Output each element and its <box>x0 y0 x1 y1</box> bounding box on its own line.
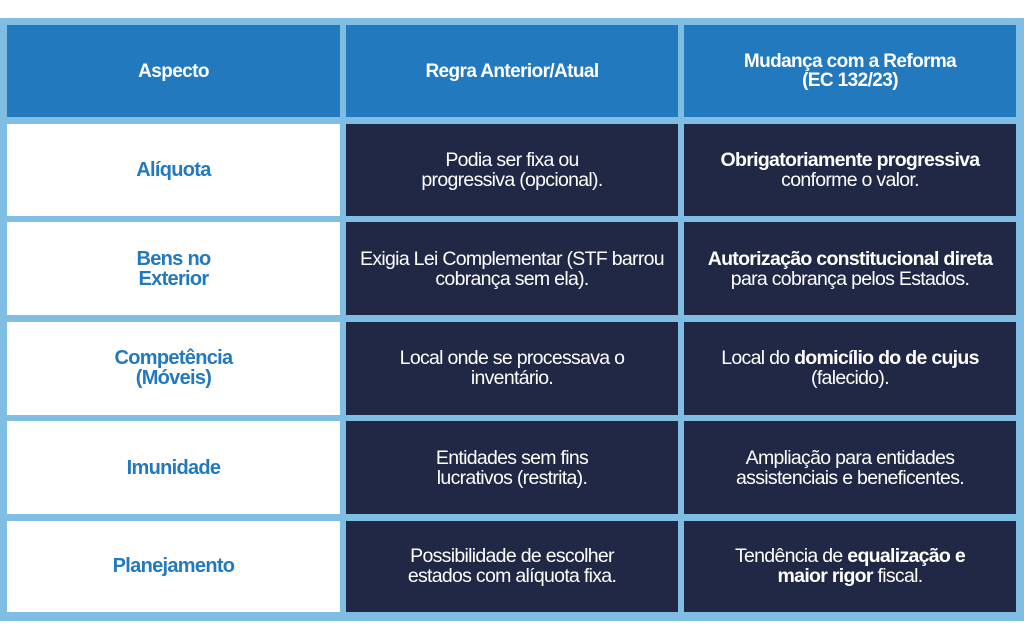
header-label: Aspecto <box>138 60 209 82</box>
change-text: Local do domicílio do de cujus (falecido… <box>719 348 981 388</box>
header-mudanca-reforma: Mudança com a Reforma (EC 132/23) <box>684 25 1016 117</box>
change-text: Tendência de equalização e maior rigor f… <box>734 546 966 586</box>
header-label: Regra Anterior/Atual <box>425 60 599 82</box>
previous-rule-text: Local onde se processava o inventário. <box>399 347 625 389</box>
aspect-label: Competência (Móveis) <box>114 347 234 389</box>
table-row-aspect: Imunidade <box>7 421 340 514</box>
previous-rule-text: Exigia Lei Complementar (STF barrou cobr… <box>360 247 665 290</box>
aspect-label: Bens no Exterior <box>136 247 212 290</box>
header-regra-anterior: Regra Anterior/Atual <box>346 25 678 117</box>
change-rest: para cobrança pelos Estados. <box>730 267 970 290</box>
change-text: Obrigatoriamente progressiva conforme o … <box>714 150 986 190</box>
table-row-aspect: Alíquota <box>7 123 340 216</box>
change-bold: domicílio do de cujus <box>794 347 979 369</box>
aspect-label: Alíquota <box>136 158 211 181</box>
table-row-change: Autorização constitucional direta para c… <box>684 222 1016 315</box>
previous-rule-text: Possibilidade de escolher estados com al… <box>407 545 617 587</box>
change-text: Ampliação para entidades assistenciais e… <box>714 448 986 488</box>
table-row-previous: Local onde se processava o inventário. <box>346 321 678 415</box>
change-rest: (falecido). <box>811 367 890 389</box>
change-bold: Obrigatoriamente progressiva <box>720 148 981 171</box>
change-rest: conforme o valor. <box>781 168 919 191</box>
comparison-table: Aspecto Regra Anterior/Atual Mudança com… <box>0 18 1024 621</box>
table-row-change: Obrigatoriamente progressiva conforme o … <box>684 123 1016 216</box>
change-bold: Autorização constitucional direta <box>707 247 993 270</box>
header-aspecto: Aspecto <box>7 25 340 117</box>
table-grid: Aspecto Regra Anterior/Atual Mudança com… <box>7 25 1017 614</box>
change-rest: Ampliação para entidades assistenciais e… <box>736 446 965 489</box>
table-row-previous: Exigia Lei Complementar (STF barrou cobr… <box>346 222 678 315</box>
change-pre: Local do <box>721 347 795 369</box>
change-bold: equalização e maior rigor <box>777 545 966 587</box>
change-text: Autorização constitucional direta para c… <box>692 249 1008 289</box>
table-row-aspect: Planejamento <box>7 520 340 612</box>
table-row-previous: Entidades sem fins lucrativos (restrita)… <box>346 421 678 514</box>
previous-rule-text: Podia ser fixa ou progressiva (opcional)… <box>421 148 603 191</box>
change-rest: fiscal. <box>872 565 923 587</box>
table-row-aspect: Competência (Móveis) <box>7 321 340 415</box>
table-row-previous: Podia ser fixa ou progressiva (opcional)… <box>346 123 678 216</box>
table-row-change: Local do domicílio do de cujus (falecido… <box>684 321 1016 415</box>
aspect-label: Imunidade <box>126 456 221 479</box>
table-row-change: Tendência de equalização e maior rigor f… <box>684 520 1016 612</box>
previous-rule-text: Entidades sem fins lucrativos (restrita)… <box>435 446 589 489</box>
header-label: Mudança com a Reforma (EC 132/23) <box>743 51 957 91</box>
table-row-change: Ampliação para entidades assistenciais e… <box>684 421 1016 514</box>
aspect-label: Planejamento <box>112 555 235 577</box>
change-pre: Tendência de <box>734 545 848 567</box>
table-row-aspect: Bens no Exterior <box>7 222 340 315</box>
table-row-previous: Possibilidade de escolher estados com al… <box>346 520 678 612</box>
